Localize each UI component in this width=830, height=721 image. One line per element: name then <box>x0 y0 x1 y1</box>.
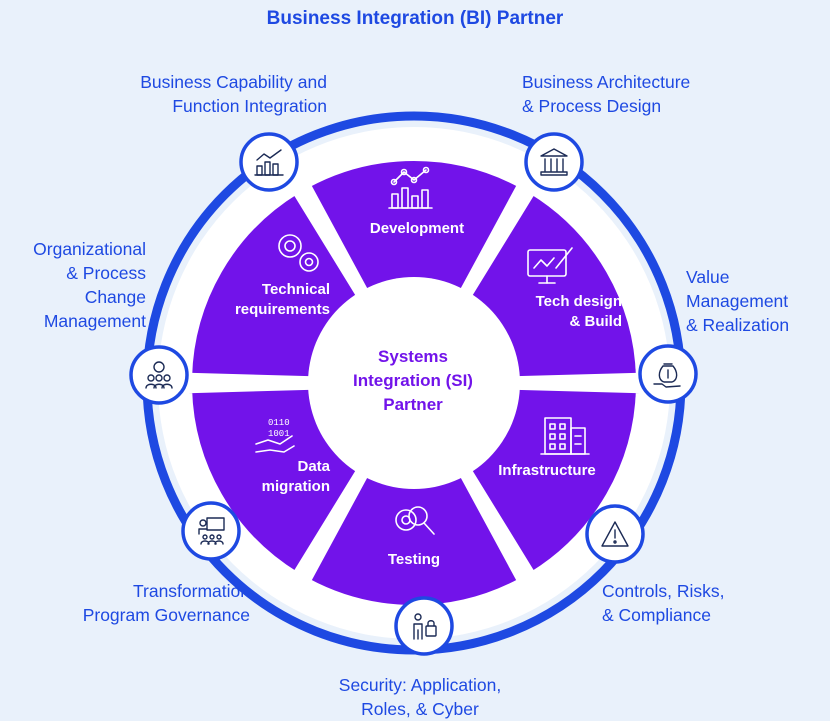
center-label: Systems Integration (SI) Partner <box>353 347 473 414</box>
segment-development <box>300 153 528 392</box>
segment-group <box>183 153 645 613</box>
money-bag-hand-icon <box>638 344 698 404</box>
label-transformation-governance: Transformation Program Governance <box>82 581 250 625</box>
monitor-design-icon <box>527 247 573 284</box>
label-value-management: Value Management & Realization <box>686 267 790 335</box>
segment-development: Development <box>369 220 465 237</box>
segment-testing: Testing <box>387 551 441 568</box>
buildings-icon <box>540 417 590 455</box>
label-organizational-change: Organizational & Process Change Manageme… <box>33 239 146 331</box>
label-controls-risks: Controls, Risks, & Compliance <box>602 581 725 625</box>
center-circle <box>308 277 520 489</box>
binary-digits: 0110 <box>268 418 290 428</box>
segment-infrastructure: Infrastructure <box>498 462 596 479</box>
diagram-title: Business Integration (BI) Partner <box>266 8 564 29</box>
presenter-with-audience-icon <box>181 501 241 561</box>
bar-chart-network-icon <box>388 166 433 209</box>
gear-magnifier-icon <box>395 506 435 535</box>
organization-people-icon <box>129 345 189 405</box>
hand-binary-icon <box>255 435 295 453</box>
segment-technical-requirements: Technical requirements <box>234 281 330 318</box>
label-business-capability: Business Capability and Function Integra… <box>140 72 327 116</box>
institution-building-icon <box>524 132 584 192</box>
segment-data-migration: Data migration <box>261 458 330 495</box>
label-business-architecture: Business Architecture & Process Design <box>522 72 691 116</box>
person-with-lock-icon <box>394 596 454 656</box>
gears-icon <box>278 234 319 272</box>
binary-digits-2: 1001 <box>268 429 290 439</box>
bar-chart-growth-icon <box>239 132 299 192</box>
warning-triangle-icon <box>585 504 645 564</box>
segment-tech-design: Tech design & Build <box>535 293 622 330</box>
label-security: Security: Application, Roles, & Cyber <box>338 675 502 719</box>
